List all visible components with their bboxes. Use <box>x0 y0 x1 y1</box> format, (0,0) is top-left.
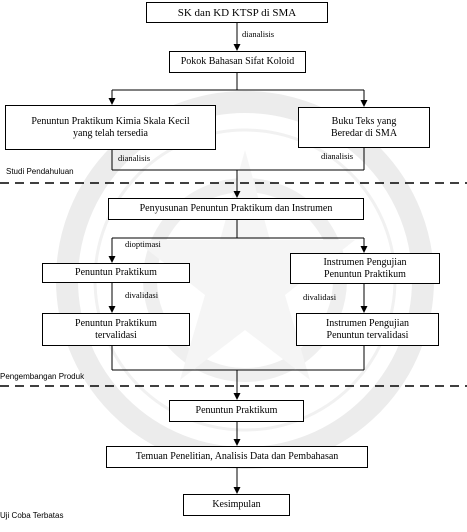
box-sk-kd-label: SK dan KD KTSP di SMA <box>177 6 297 19</box>
box-penuntun-kimia-skala-kecil: Penuntun Praktikum Kimia Skala Kecil yan… <box>5 105 216 150</box>
box-penuntun-tervalidasi: Penuntun Praktikum tervalidasi <box>42 313 190 346</box>
box-penuntun-praktikum-draft-label: Penuntun Praktikum <box>75 267 157 278</box>
box-instrumen-tervalidasi: Instrumen Pengujian Penuntun tervalidasi <box>296 313 439 346</box>
note-dianalisis-left: dianalisis <box>118 153 151 163</box>
box-penuntun-praktikum-final: Penuntun Praktikum <box>169 400 304 422</box>
box-temuan-penelitian-label: Temuan Penelitian, Analisis Data dan Pem… <box>135 451 339 462</box>
box-instrumen-pengujian-line2: Penuntun Praktikum <box>324 268 406 280</box>
box-instrumen-tervalidasi-line1: Instrumen Pengujian <box>325 317 410 329</box>
box-sk-kd: SK dan KD KTSP di SMA <box>146 2 328 23</box>
phase-label-uji-coba: Uji Coba Terbatas <box>0 511 64 520</box>
phase-label-studi: Studi Pendahuluan <box>6 167 74 176</box>
note-dianalisis-right: dianalisis <box>321 151 354 161</box>
box-penuntun-praktikum-final-label: Penuntun Praktikum <box>195 405 278 416</box>
box-buku-teks-line1: Buku Teks yang <box>331 115 397 127</box>
box-kesimpulan-label: Kesimpulan <box>212 499 261 510</box>
box-buku-teks-line2: Beredar di SMA <box>330 127 398 139</box>
box-penyusunan: Penyusunan Penuntun Praktikum dan Instru… <box>108 198 364 220</box>
box-kesimpulan: Kesimpulan <box>183 494 290 516</box>
box-instrumen-pengujian-line1: Instrumen Pengujian <box>323 256 407 268</box>
note-dianalisis-top: dianalisis <box>242 29 275 39</box>
box-pokok-bahasan: Pokok Bahasan Sifat Koloid <box>169 51 306 73</box>
note-dioptimasi: dioptimasi <box>125 239 161 249</box>
box-instrumen-pengujian: Instrumen Pengujian Penuntun Praktikum <box>290 253 440 284</box>
box-penuntun-tervalidasi-line2: tervalidasi <box>95 329 137 341</box>
box-penuntun-kimia-line1: Penuntun Praktikum Kimia Skala Kecil <box>31 115 190 127</box>
phase-label-pengembangan: Pengembangan Produk <box>0 372 85 381</box>
box-penuntun-praktikum-draft: Penuntun Praktikum <box>42 263 190 283</box>
box-instrumen-tervalidasi-line2: Penuntun tervalidasi <box>326 329 409 341</box>
box-penuntun-tervalidasi-line1: Penuntun Praktikum <box>75 317 157 329</box>
note-divalidasi-right: divalidasi <box>303 292 337 302</box>
box-buku-teks: Buku Teks yang Beredar di SMA <box>298 107 430 148</box>
box-temuan-penelitian: Temuan Penelitian, Analisis Data dan Pem… <box>106 446 368 468</box>
box-pokok-bahasan-label: Pokok Bahasan Sifat Koloid <box>180 56 295 67</box>
box-penuntun-kimia-line2: yang telah tersedia <box>73 127 148 139</box>
box-penyusunan-label: Penyusunan Penuntun Praktikum dan Instru… <box>139 203 333 214</box>
note-divalidasi-left: divalidasi <box>125 290 159 300</box>
